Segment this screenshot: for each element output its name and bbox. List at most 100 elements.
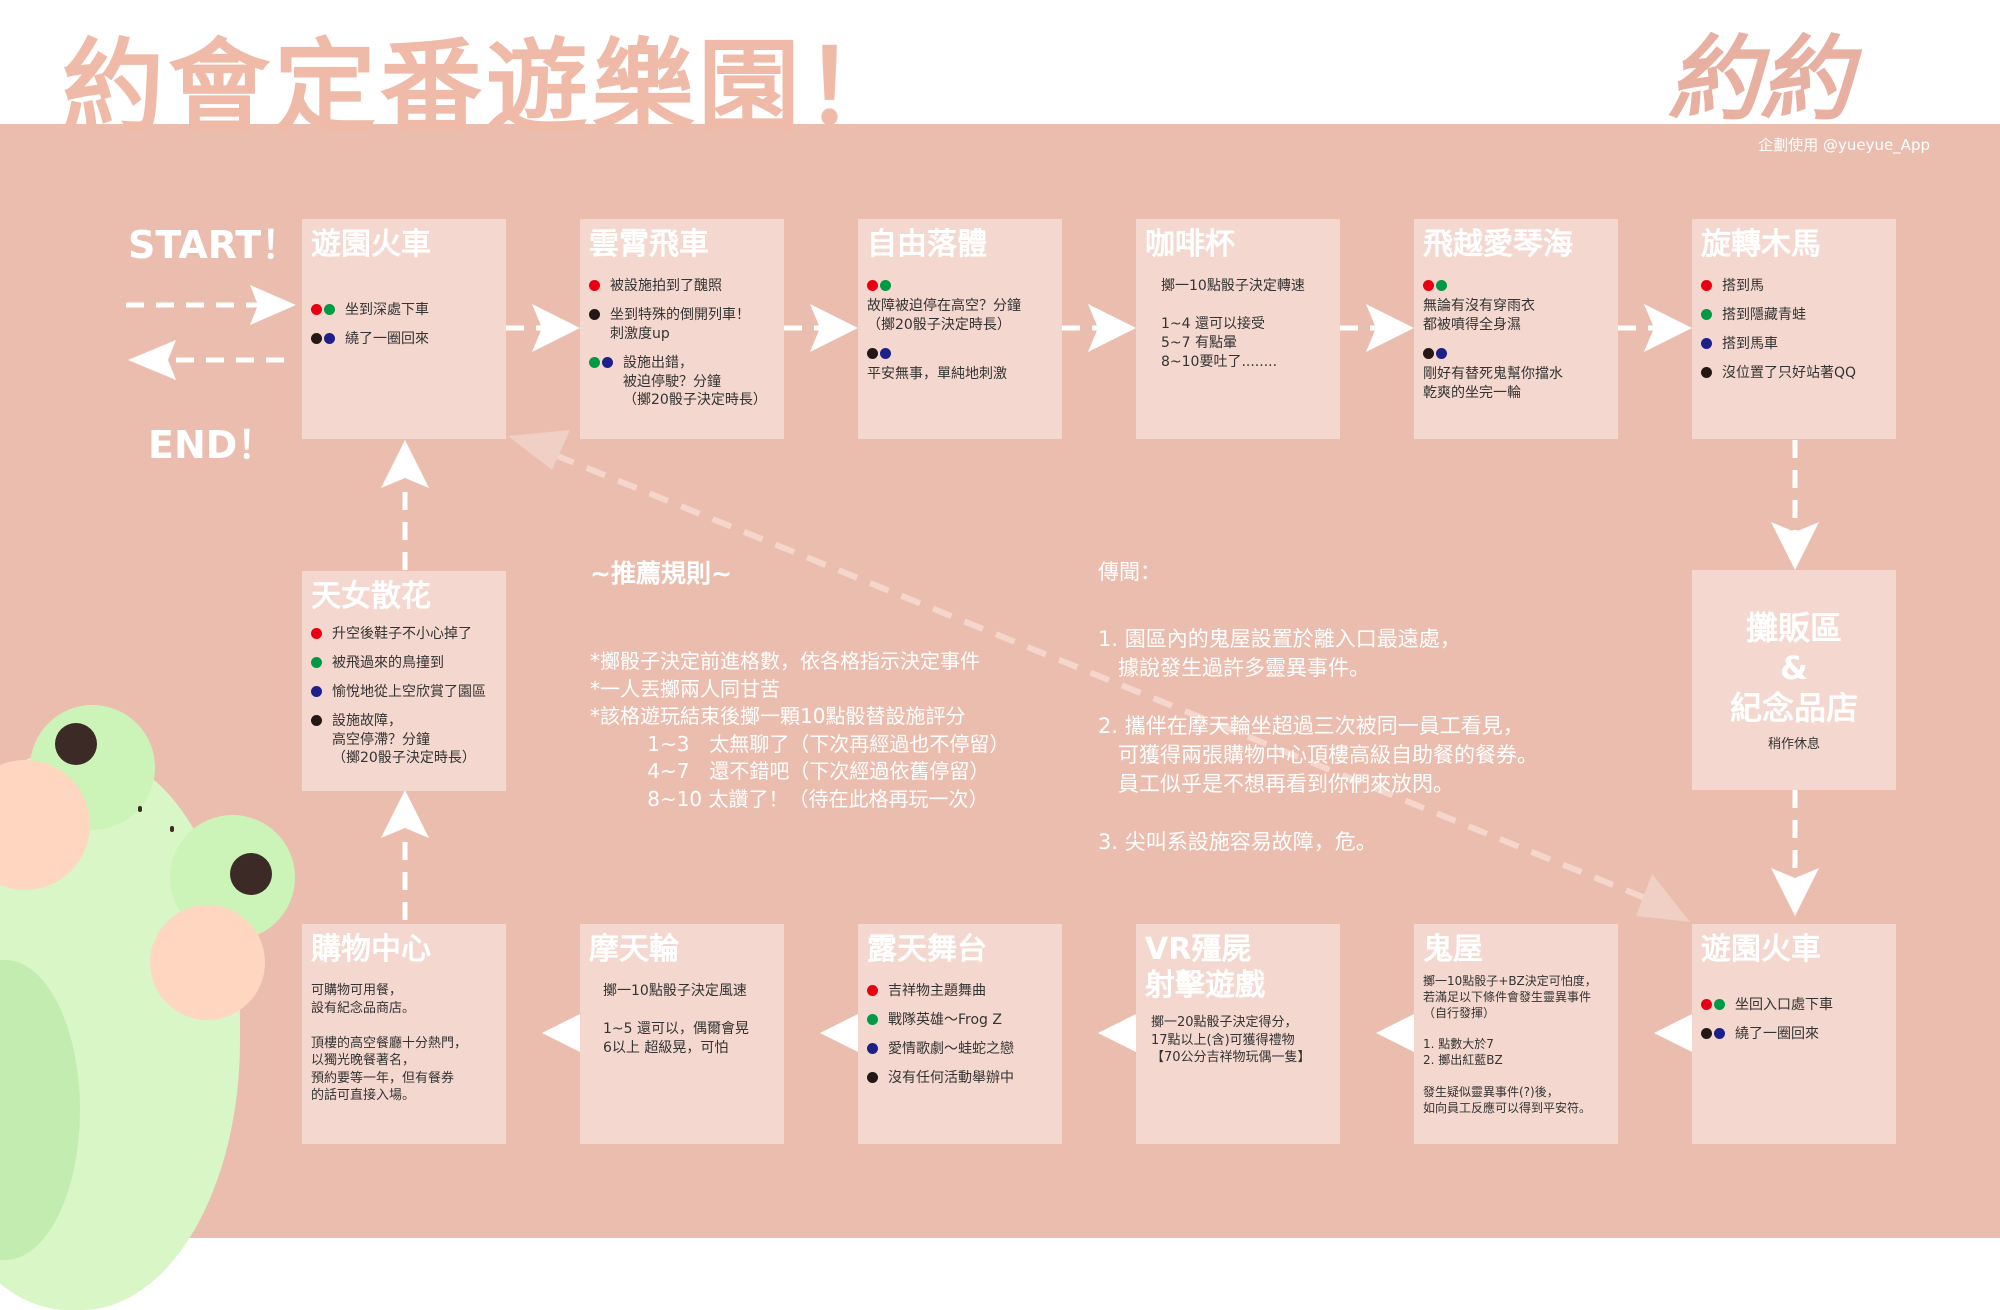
card-description: 擲一10點骰子決定風速 1~5 還可以，偶爾會晃 6以上 超級晃，可怕	[603, 983, 749, 1056]
text-line: *該格遊玩結束後擲一顆10點骰替設施評分	[590, 704, 966, 729]
card-haunted-house[interactable]: 鬼屋 擲一10點骰子+BZ決定可怕度， 若滿足以下條件會發生靈異事件 （自行發揮…	[1414, 924, 1618, 1144]
event-text: 愛情歌劇～蛙蛇之戀	[888, 1040, 1014, 1057]
event-item: 沒有任何活動舉辦中	[867, 1069, 1053, 1088]
red-dot-icon	[1701, 999, 1712, 1010]
event-item: 坐到深處下車	[311, 301, 497, 320]
brand-logo: 約約	[1668, 25, 1853, 133]
green-dot-icon	[324, 304, 335, 315]
event-text: 沒位置了只好站著QQ	[1722, 364, 1857, 381]
dice-dots	[311, 304, 337, 315]
text-line: 1. 園區內的鬼屋設置於離入口最遠處，	[1098, 626, 1461, 651]
event-text: 坐回入口處下車	[1735, 997, 1833, 1013]
arrowhead	[128, 340, 176, 380]
red-dot-icon	[589, 280, 600, 291]
black-dot-icon	[1701, 366, 1712, 378]
text-line: 員工似乎是不想再看到你們來放閃。	[1098, 771, 1455, 796]
dice-dots	[1701, 308, 1714, 320]
event-text: 坐到深處下車	[345, 302, 429, 318]
black-dot-icon	[867, 347, 878, 359]
card-coffee-cup[interactable]: 咖啡杯 擲一10點骰子決定轉速 1~4 還可以接受 5~7 有點暈 8~10要吐…	[1136, 219, 1340, 439]
end-label: END！	[148, 423, 276, 467]
arrowhead	[1771, 868, 1819, 916]
rules-lines: *擲骰子決定前進格數，依各格指示決定事件*一人丟擲兩人同甘苦*該格遊玩結束後擲一…	[590, 648, 1009, 814]
card-description: 稍作休息	[1767, 737, 1820, 752]
green-dot-icon	[1701, 308, 1712, 320]
card-sky-flower[interactable]: 天女散花 升空後鞋子不小心掉了被飛過來的鳥撞到愉悅地從上空欣賞了園區設施故障， …	[302, 571, 506, 791]
card-shopping-mall[interactable]: 購物中心 可購物可用餐， 設有紀念品商店。 頂樓的高空餐廳十分熱門， 以獨光晚餐…	[302, 924, 506, 1144]
card-park-train-start[interactable]: 遊園火車 坐到深處下車繞了一圈回來	[302, 219, 506, 439]
card-title: 遊園火車	[1701, 932, 1821, 967]
arrowhead	[542, 1009, 590, 1057]
text-line: 1~3 太無聊了（下次再經過也不停留）	[590, 731, 1010, 756]
green-dot-icon	[311, 656, 322, 668]
dice-dots	[1423, 280, 1449, 291]
dice-dots	[311, 656, 324, 668]
event-item: 搭到隱藏青蛙	[1701, 306, 1887, 325]
card-carousel[interactable]: 旋轉木馬 搭到馬搭到隱藏青蛙搭到馬車沒位置了只好站著QQ	[1692, 219, 1896, 439]
event-item: 被飛過來的鳥撞到	[311, 654, 497, 673]
green-dot-icon	[867, 1013, 878, 1025]
event-item: 愉悅地從上空欣賞了園區	[311, 683, 497, 702]
legend-lines: 1. 園區內的鬼屋設置於離入口最遠處， 據說發生過許多靈異事件。 2. 攜伴在摩…	[1098, 625, 1538, 857]
rules-heading: ~推薦規則~	[590, 559, 732, 588]
event-item: 設施出錯， 被迫停駛？分鐘 （擲20骰子決定時長）	[589, 354, 775, 411]
dice-dots	[1701, 280, 1714, 291]
card-description: 擲一20點骰子決定得分， 17點以上(含)可獲得禮物 【70公分吉祥物玩偶一隻】	[1151, 1015, 1311, 1066]
red-dot-icon	[311, 304, 322, 315]
card-aegean-ride[interactable]: 飛越愛琴海 無論有沒有穿雨衣 都被噴得全身濕剛好有替死鬼幫你擋水 乾爽的坐完一輪	[1414, 219, 1618, 439]
arrowhead	[1088, 304, 1136, 352]
dice-dots	[867, 1013, 880, 1025]
card-free-fall[interactable]: 自由落體 故障被迫停在高空？分鐘 （擲20骰子決定時長）平安無事，單純地刺激	[858, 219, 1062, 439]
card-title: 咖啡杯	[1145, 227, 1235, 262]
card-vendor-area[interactable]: 攤販區 & 紀念品店 稍作休息	[1692, 570, 1896, 790]
event-text: 搭到馬車	[1722, 335, 1778, 352]
event-item	[1423, 345, 1609, 359]
arrowhead	[1098, 1009, 1146, 1057]
card-title: 鬼屋	[1423, 932, 1483, 967]
red-dot-icon	[867, 985, 878, 996]
dice-dots	[589, 280, 602, 291]
blue-dot-icon	[324, 332, 335, 344]
card-vr-zombie-shooter[interactable]: VR殭屍 射擊遊戲 擲一20點骰子決定得分， 17點以上(含)可獲得禮物 【70…	[1136, 924, 1340, 1144]
event-item: 搭到馬	[1701, 277, 1887, 296]
event-text: 愉悅地從上空欣賞了園區	[332, 683, 486, 700]
card-description: 可購物可用餐， 設有紀念品商店。 頂樓的高空餐廳十分熱門， 以獨光晚餐著名， 預…	[311, 983, 468, 1104]
card-title: 摩天輪	[589, 932, 679, 967]
card-title: 遊園火車	[311, 227, 431, 262]
card-park-train-return[interactable]: 遊園火車 坐回入口處下車繞了一圈回來	[1692, 924, 1896, 1144]
arrowhead	[250, 285, 296, 325]
text-line	[1098, 799, 1538, 828]
text-line: 3. 尖叫系設施容易故障，危。	[1098, 829, 1377, 854]
event-text: 無論有沒有穿雨衣 都被噴得全身濕	[1423, 298, 1535, 333]
card-ferris-wheel[interactable]: 摩天輪 擲一10點骰子決定風速 1~5 還可以，偶爾會晃 6以上 超級晃，可怕	[580, 924, 784, 1144]
blue-dot-icon	[1436, 347, 1447, 359]
shortcut-arrowhead	[1636, 874, 1690, 922]
card-title: 露天舞台	[867, 932, 987, 967]
red-dot-icon	[867, 280, 878, 291]
blue-dot-icon	[1701, 337, 1712, 349]
text-line: 4~7 還不錯吧（下次經過依舊停留）	[590, 759, 990, 784]
arrowhead	[810, 304, 858, 352]
text-line: 8~10 太讚了！（待在此格再玩一次）	[590, 786, 989, 811]
event-text: 被飛過來的鳥撞到	[332, 654, 444, 671]
card-title: VR殭屍 射擊遊戲	[1145, 932, 1265, 1003]
event-item: 設施故障， 高空停滯？分鐘 （擲20骰子決定時長）	[311, 712, 497, 769]
green-dot-icon	[880, 280, 891, 291]
arrowhead	[532, 304, 580, 352]
event-item: 坐到特殊的倒開列車！ 刺激度up	[589, 306, 775, 344]
legend-heading: 傳聞：	[1098, 560, 1161, 584]
text-line: 據說發生過許多靈異事件。	[1098, 655, 1371, 680]
card-description: 擲一10點骰子決定轉速 1~4 還可以接受 5~7 有點暈 8~10要吐了...…	[1161, 278, 1305, 370]
event-text: 戰隊英雄～Frog Z	[888, 1011, 1002, 1028]
shortcut-arrowhead	[508, 430, 570, 470]
event-item: 愛情歌劇～蛙蛇之戀	[867, 1040, 1053, 1059]
start-label: START！	[128, 223, 300, 267]
dice-dots	[867, 1042, 880, 1054]
text-line	[1098, 683, 1538, 712]
black-dot-icon	[311, 714, 322, 726]
dice-dots	[867, 1071, 880, 1083]
dice-dots	[867, 347, 893, 359]
event-text: 被設施拍到了醜照	[610, 278, 722, 294]
